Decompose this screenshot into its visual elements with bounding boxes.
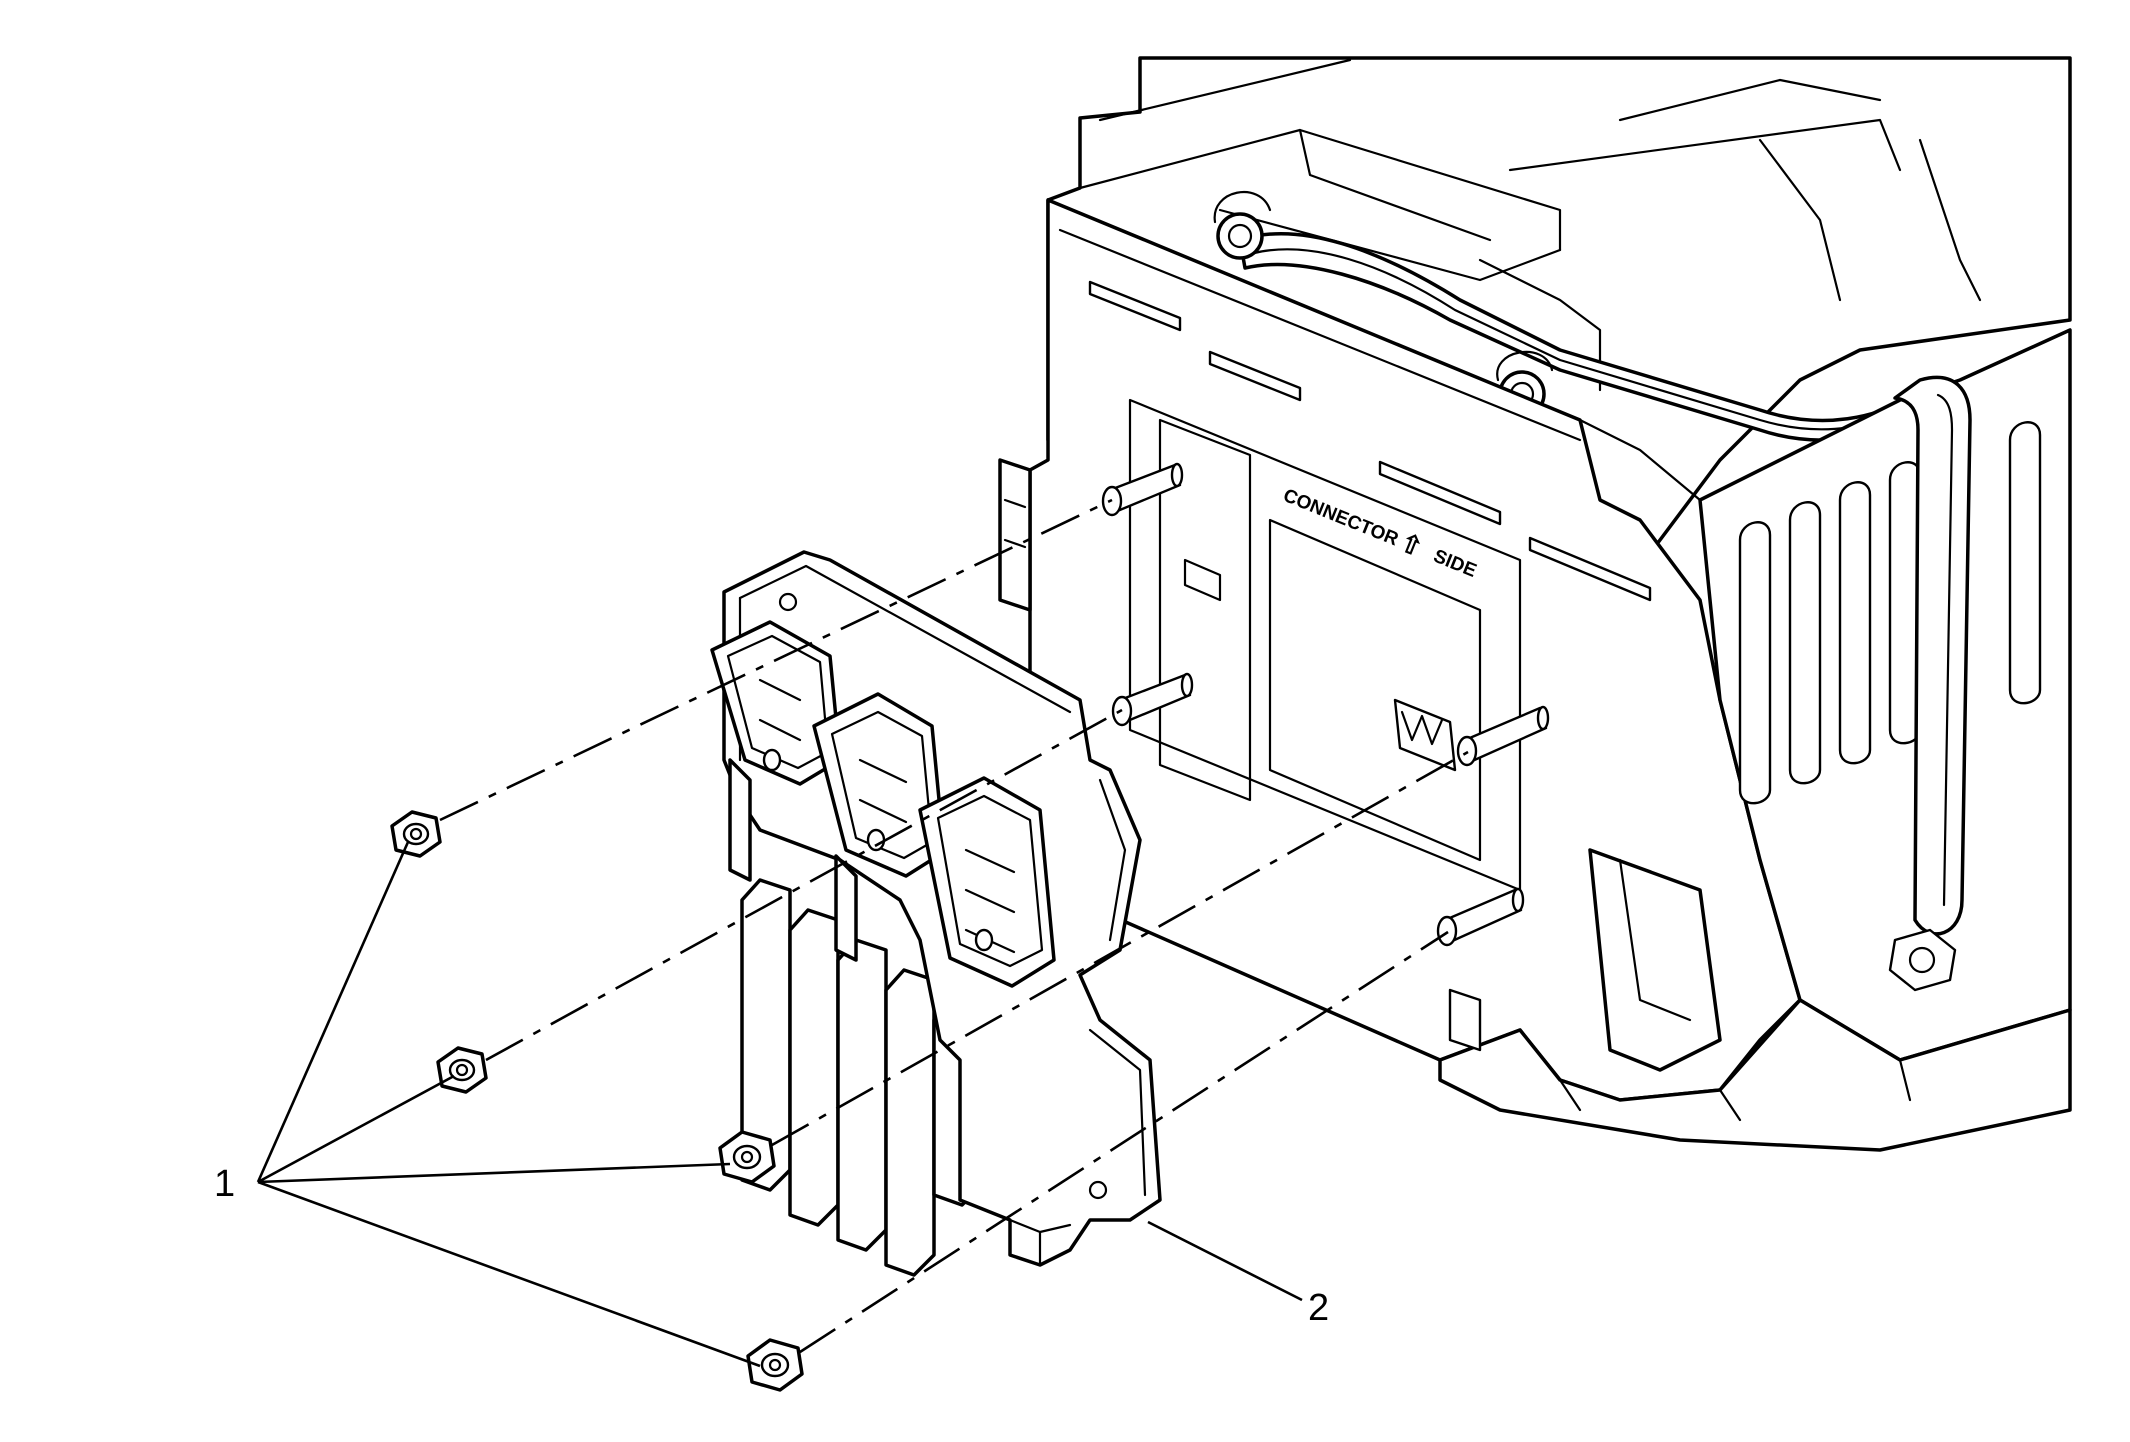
- connector-c: [918, 776, 1056, 988]
- assembly-centerlines: [439, 498, 1469, 1354]
- housing-left-bracket: [998, 458, 1032, 612]
- callout-2-leader: [1147, 1220, 1303, 1302]
- mounting-stud-4: [1436, 887, 1525, 947]
- housing-base: [1438, 998, 2072, 1152]
- side-slots: [1738, 421, 2042, 805]
- connector-b: [812, 692, 946, 962]
- pipe-bolt: [1888, 928, 1957, 992]
- connector-a: [710, 620, 842, 882]
- callout-1-leaders: [256, 841, 761, 1368]
- housing-clip: [1393, 698, 1457, 772]
- mounting-stud-1: [1101, 462, 1184, 517]
- housing-lower-bracket: [1588, 848, 1722, 1072]
- nut-2: [436, 1046, 488, 1094]
- nut-3: [718, 1130, 776, 1184]
- mounting-stud-3: [1456, 705, 1550, 767]
- grommet-upper: [1216, 212, 1264, 260]
- callout-label-1: 1: [214, 1163, 235, 1205]
- control-module: [710, 550, 1162, 1277]
- vent-slots: [1088, 280, 1652, 602]
- callout-label-2: 2: [1308, 1287, 1329, 1329]
- mounting-housing: CONNECTOR ⇧ SIDE: [998, 56, 2072, 1152]
- nut-4: [746, 1338, 804, 1392]
- nut-1: [390, 810, 442, 858]
